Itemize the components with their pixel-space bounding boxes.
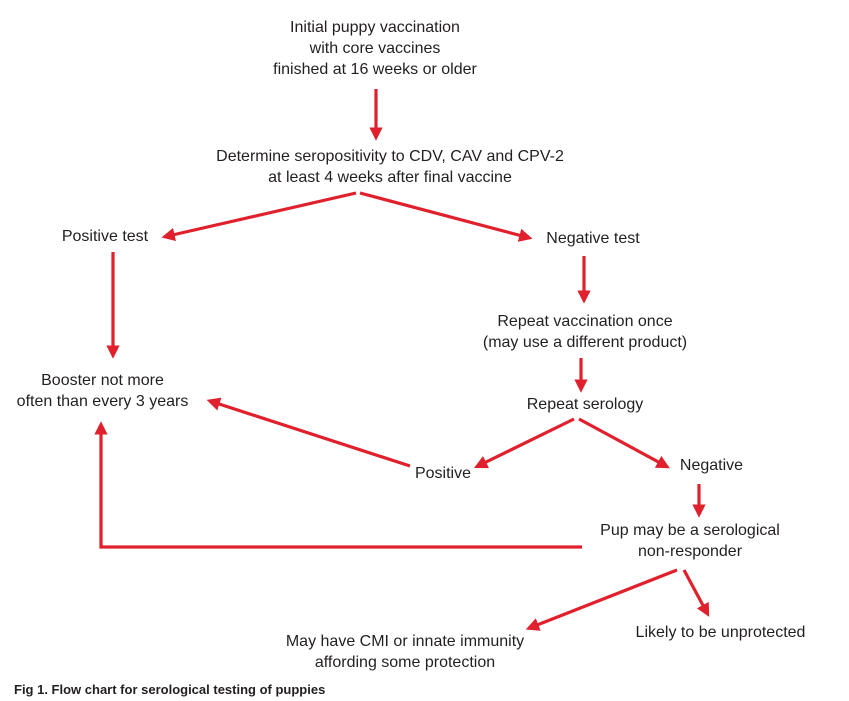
node-cmi-innate-immunity: May have CMI or innate immunity affordin… xyxy=(285,633,525,671)
arrow-repeat-serology-to-positive xyxy=(473,417,575,469)
arrow-repeat-serology-to-negative xyxy=(578,417,670,469)
arrow-non-responder-to-cmi xyxy=(525,568,678,631)
node-negative: Negative xyxy=(679,457,744,474)
node-positive: Positive xyxy=(414,465,472,482)
arrow-non-responder-to-unprotected xyxy=(682,569,710,617)
figure-caption: Fig 1. Flow chart for serological testin… xyxy=(14,682,326,697)
node-booster: Booster not more often than every 3 year… xyxy=(16,372,189,410)
arrow-non-responder-to-booster xyxy=(94,421,582,549)
node-determine-seropositivity: Determine seropositivity to CDV, CAV and… xyxy=(216,148,564,186)
node-repeat-vaccination: Repeat vaccination once (may use a diffe… xyxy=(482,313,688,351)
node-likely-unprotected: Likely to be unprotected xyxy=(635,624,806,641)
arrow-determine-to-positive-test xyxy=(161,191,357,242)
arrow-determine-to-negative-test xyxy=(359,191,533,242)
node-positive-test: Positive test xyxy=(61,228,149,245)
arrow-positive-to-booster xyxy=(206,397,411,468)
node-repeat-serology: Repeat serology xyxy=(526,396,644,413)
node-negative-test: Negative test xyxy=(546,230,640,247)
node-initial-vaccination: Initial puppy vaccination with core vacc… xyxy=(273,19,477,78)
node-non-responder: Pup may be a serological non-responder xyxy=(600,522,780,560)
